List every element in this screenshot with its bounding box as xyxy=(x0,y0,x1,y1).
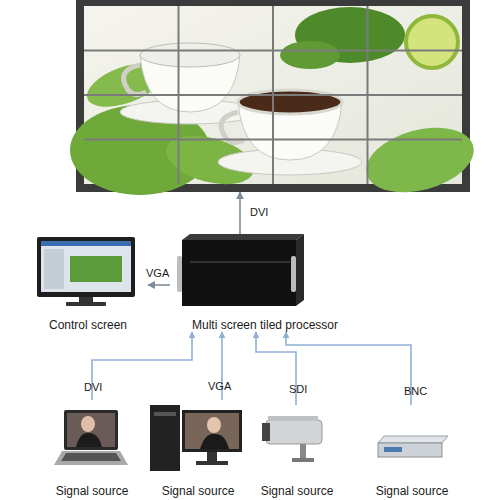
pc-monitor xyxy=(182,410,242,452)
screen-person xyxy=(81,416,95,432)
signal-label: DVI xyxy=(250,206,268,218)
window-sidebar xyxy=(44,249,64,289)
bezel-line xyxy=(84,94,462,96)
node-label: Signal source xyxy=(376,484,449,498)
control-screen-node: Control screen xyxy=(28,232,148,332)
tea xyxy=(238,90,342,114)
leaf xyxy=(359,117,481,203)
camera-base xyxy=(292,458,314,462)
node-label: Signal source xyxy=(162,484,235,498)
dvr-box xyxy=(378,436,448,457)
video-wall-node xyxy=(76,0,470,192)
processor-chassis xyxy=(177,234,304,306)
control-monitor xyxy=(37,237,135,306)
monitor-base xyxy=(66,302,106,306)
signal-connector xyxy=(239,192,241,234)
monitor-screen xyxy=(41,241,131,292)
signal-connector xyxy=(148,284,170,286)
camera-body xyxy=(266,420,322,444)
laptop-keyboard xyxy=(61,453,121,461)
laptop-lid xyxy=(64,410,118,450)
dvr-top xyxy=(378,436,448,443)
lemon-slice xyxy=(406,16,458,68)
screen-person xyxy=(76,433,102,447)
bezel-line xyxy=(84,50,462,52)
screen-person xyxy=(207,417,221,433)
monitor-bezel xyxy=(37,237,135,297)
chassis-side xyxy=(296,234,304,306)
chassis-handle xyxy=(177,256,182,292)
signal-source-node: Signal source xyxy=(46,400,138,498)
cup-handle xyxy=(124,65,146,95)
signal-label: VGA xyxy=(208,380,231,392)
node-label: Control screen xyxy=(49,318,127,332)
chassis-handle xyxy=(291,256,296,292)
signal-label: DVI xyxy=(84,381,102,393)
camera-hood xyxy=(268,416,318,421)
dvr-front xyxy=(378,443,442,457)
pc-drive xyxy=(154,412,176,416)
pc-stand xyxy=(207,452,217,462)
herb xyxy=(280,41,340,69)
node-label: Signal source xyxy=(56,484,129,498)
signal-source-node: Signal source xyxy=(368,405,456,498)
signal-label: BNC xyxy=(404,385,427,397)
chassis-slot xyxy=(190,261,290,263)
video-wall xyxy=(70,0,481,203)
bezel-grid xyxy=(84,6,462,184)
window-bar xyxy=(41,241,131,246)
signal-label: SDI xyxy=(289,383,307,395)
node-label: Signal source xyxy=(261,484,334,498)
screen-person xyxy=(200,434,229,449)
signal-connector xyxy=(92,332,192,400)
laptop xyxy=(54,410,128,465)
desktop-pc xyxy=(150,405,242,471)
signal-source-node: Signal source xyxy=(254,405,340,498)
camera-mount xyxy=(300,444,306,458)
processor-node: Multi screen tiled processor xyxy=(170,234,360,332)
node-label: Multi screen tiled processor xyxy=(192,318,338,332)
chassis-front xyxy=(182,240,296,306)
signal-label: VGA xyxy=(146,267,169,279)
laptop-screen xyxy=(67,413,115,447)
chassis-top xyxy=(182,234,304,240)
dvr-display xyxy=(384,447,402,452)
laptop-base xyxy=(54,451,128,465)
cup-rim xyxy=(140,43,240,67)
window-picture xyxy=(70,256,122,282)
pc-tower xyxy=(150,405,180,471)
signal-connector xyxy=(286,332,411,405)
camera-lens xyxy=(262,423,270,441)
bezel-line xyxy=(84,139,462,141)
cup-handle xyxy=(221,112,244,143)
pc-screen xyxy=(185,413,239,449)
camera xyxy=(262,416,322,462)
pc-base xyxy=(196,461,228,465)
signal-source-node: Signal source xyxy=(148,400,248,498)
